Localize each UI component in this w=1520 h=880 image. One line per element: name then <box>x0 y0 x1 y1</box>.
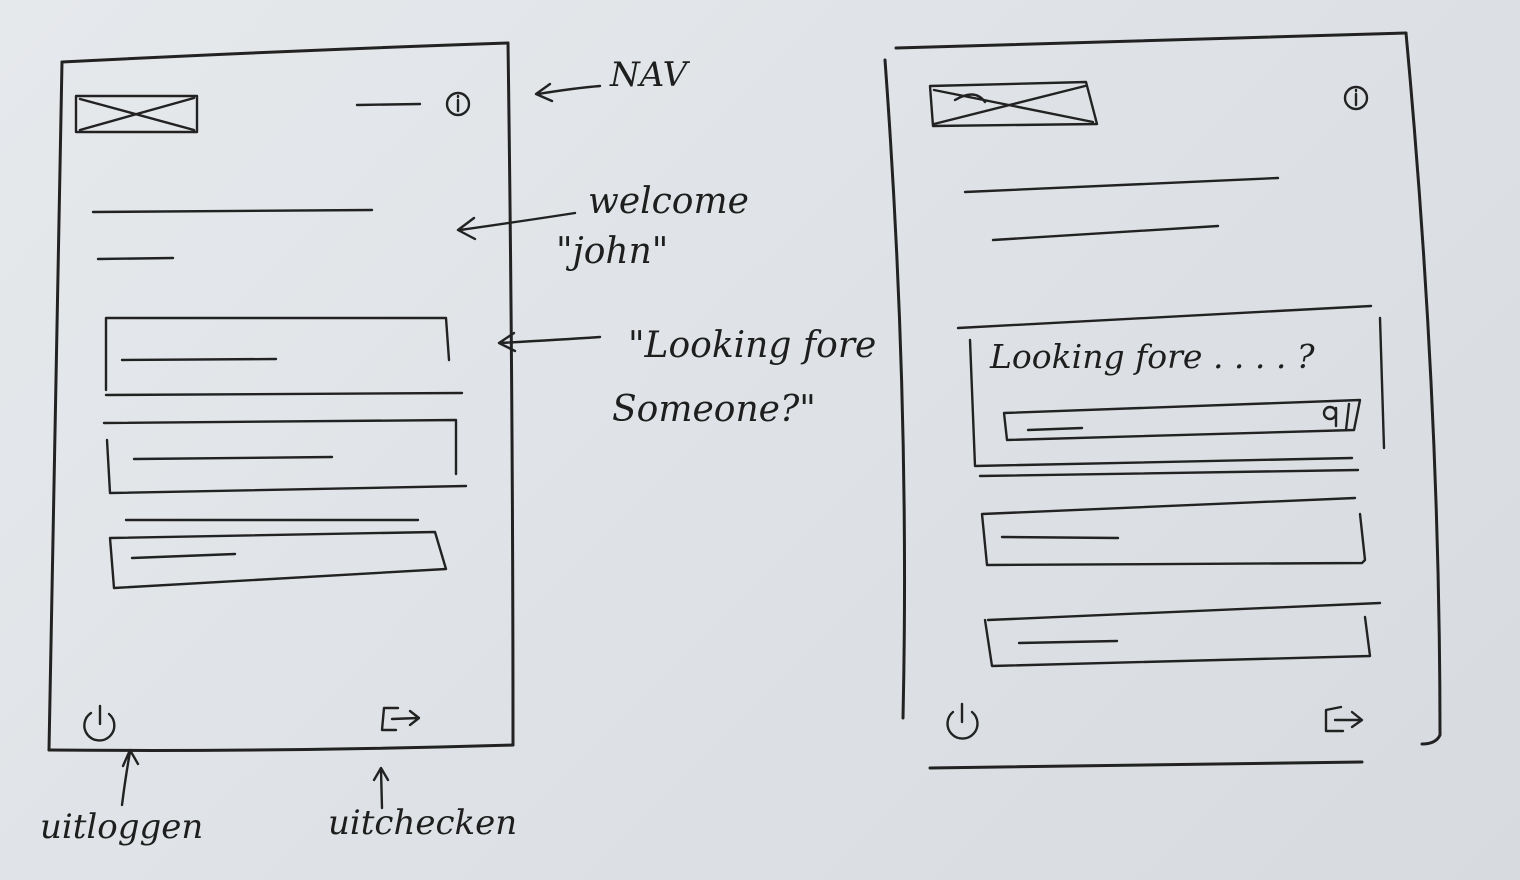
someone-annotation: Someone?" <box>612 389 816 430</box>
list-card-3[interactable] <box>108 518 448 590</box>
phone-frame-left <box>47 41 515 752</box>
nav-bar-right <box>928 80 1369 128</box>
info-icon[interactable] <box>445 91 471 117</box>
uitchecken-annotation: uitchecken <box>328 803 518 843</box>
phone-frame-right <box>883 31 1442 770</box>
list-card-1[interactable] <box>980 496 1367 567</box>
search-field[interactable] <box>1002 398 1362 442</box>
search-icon[interactable] <box>1322 402 1351 432</box>
welcome-name-annotation: "john" <box>556 231 669 272</box>
arrow-to-nav <box>534 82 602 103</box>
arrow-to-search <box>497 331 602 353</box>
list-card-2[interactable] <box>102 418 468 495</box>
nav-bar-left <box>74 91 471 134</box>
uitloggen-annotation: uitloggen <box>40 807 204 847</box>
title-line <box>963 176 1280 194</box>
list-card-2[interactable] <box>983 601 1382 668</box>
power-icon[interactable] <box>83 704 116 742</box>
nav-annotation: NAV <box>610 55 688 95</box>
arrow-to-logout <box>372 766 390 810</box>
info-icon[interactable] <box>1343 85 1369 111</box>
nav-menu-line <box>355 102 422 107</box>
arrow-to-welcome <box>456 211 577 241</box>
power-icon[interactable] <box>946 702 979 740</box>
logo-placeholder-icon <box>928 80 1099 128</box>
looking-annotation: "Looking fore <box>628 325 877 366</box>
search-panel <box>956 304 1386 478</box>
logo-placeholder-icon <box>74 94 199 134</box>
search-heading: Looking fore . . . . ? <box>990 337 1315 376</box>
arrow-to-power <box>120 748 140 807</box>
welcome-name-line <box>96 256 175 261</box>
logout-arrow-icon[interactable] <box>1324 705 1364 733</box>
welcome-annotation: welcome <box>588 181 749 222</box>
subtitle-line <box>991 224 1220 242</box>
welcome-title-line <box>91 208 374 214</box>
logout-arrow-icon[interactable] <box>380 706 421 732</box>
list-card-1[interactable] <box>104 316 464 397</box>
